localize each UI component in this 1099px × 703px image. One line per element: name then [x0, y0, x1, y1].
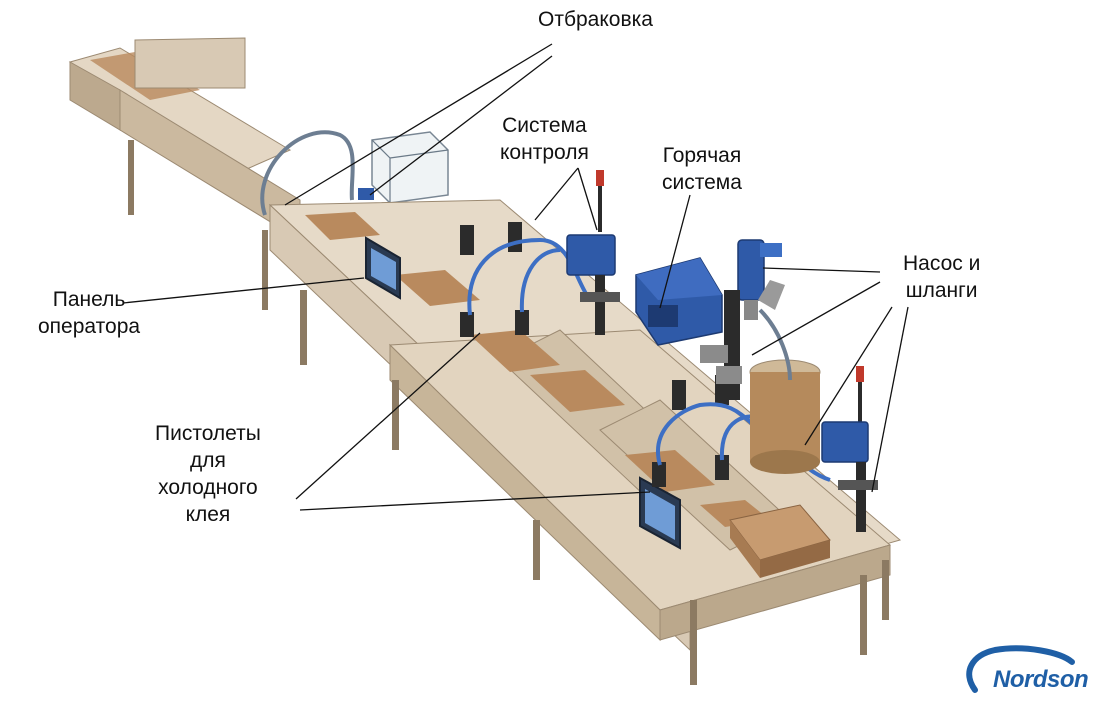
- brand-name: Nordson: [993, 666, 1089, 693]
- callout-control-system: Система контроля: [500, 114, 589, 164]
- leader-lines: [122, 43, 909, 511]
- callout-pump-hoses: Насос и шланги: [903, 252, 981, 302]
- nordson-logo: [966, 645, 1075, 693]
- control-system-units: [566, 170, 878, 532]
- callout-cold-glue-guns: Пистолеты для холодного клея: [155, 422, 261, 526]
- hot-melt-unit: [635, 257, 723, 346]
- cartons: [305, 212, 831, 578]
- callout-operator-panel: Панель оператора: [38, 288, 141, 338]
- operator-panels: [365, 236, 681, 550]
- callout-rejection: Отбраковка: [538, 8, 653, 31]
- pump-assembly: [700, 239, 821, 474]
- callout-hot-system: Горячая система: [662, 144, 742, 194]
